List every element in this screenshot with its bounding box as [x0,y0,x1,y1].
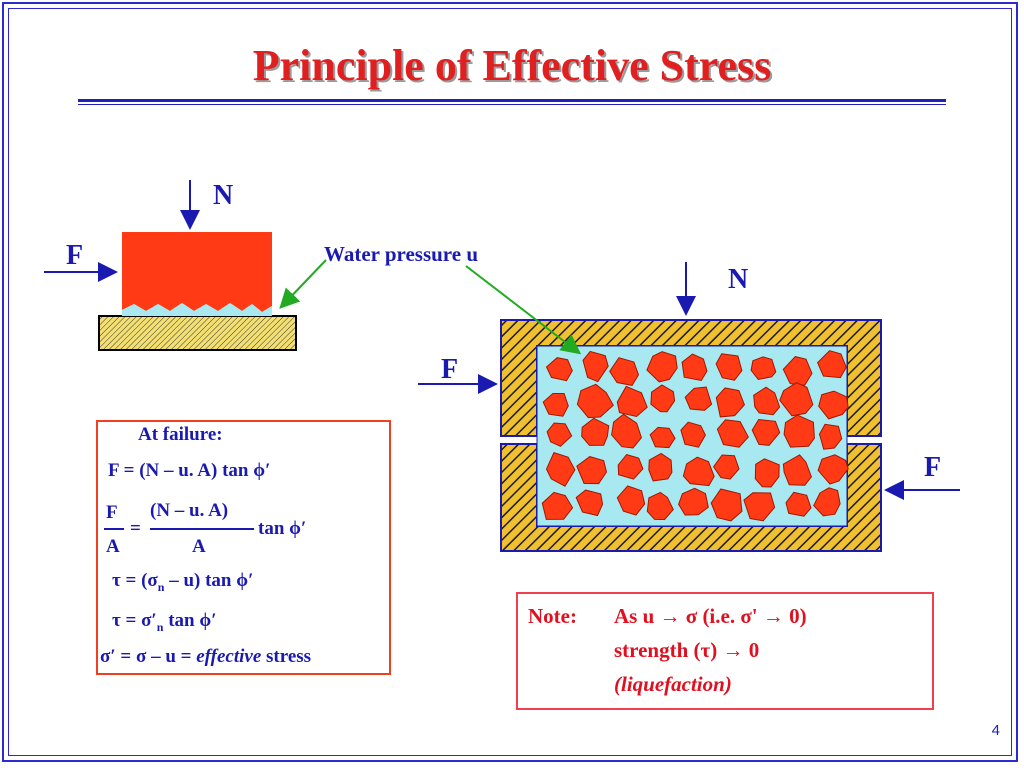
soil-grain [575,489,604,517]
eq2-tail: tan ϕ′ [258,518,307,539]
soil-grain [779,382,814,417]
soil-grain [646,491,674,521]
soil-grain [650,384,676,413]
soil-grain [753,386,781,416]
soil-grain [783,414,815,448]
water-film [122,303,272,316]
equation-1: F = (N – u. A) tan ϕ′ [108,460,271,481]
soil-grain [710,488,743,522]
soil-grain [751,418,781,446]
base-slab [98,315,297,351]
soil-grain [716,419,749,448]
soil-grain [582,350,609,383]
soil-grain [545,357,573,382]
soil-grain [611,413,642,449]
note-line-3: (liquefaction) [614,672,732,696]
eq3-main: τ = (σ [112,570,158,591]
note-line-1: As u → σ (i.e. σ' → 0) [614,604,807,628]
note-label: Note: [528,604,577,628]
eq5-main: σ′ = σ – u = [100,646,197,667]
water-pressure-label: Water pressure u [324,242,479,266]
soil-grain [542,393,569,417]
soil-grain [818,423,843,450]
title-rule-thin [78,104,946,105]
soil-grain [541,491,574,520]
shear-force-label: F [66,240,84,271]
soil-grain [715,387,745,418]
soil-grain [646,351,678,383]
eq4-tail: tan ϕ′ [163,610,217,631]
soil-grain [785,491,812,517]
soil-grain [715,353,743,381]
equation-4: τ = σ′n tan ϕ′ [112,610,217,635]
soil-grain [617,454,644,480]
equations-box [96,420,391,675]
eq2-denominator-left: A [106,536,120,557]
soil-grain [712,454,740,480]
slide-frame-inner [8,8,1012,756]
water-pressure-leader [279,259,327,309]
soil-grain [750,356,777,380]
eq3-subscript: n [157,579,165,594]
left-block-diagram [44,180,327,351]
soil-grain [817,350,847,379]
eq5-italic: effective [196,646,262,667]
soil-grain [743,492,776,522]
shear-box-diagram [418,262,960,552]
box-shear-force-right-label: F [924,452,942,483]
box-shear-force-left-label: F [441,354,459,385]
page-number: 4 [991,722,1000,739]
soil-grain [545,451,576,487]
soil-grain [813,487,841,517]
soil-grain [576,456,608,485]
soil-grain [616,485,646,516]
soil-grain [616,385,648,418]
soil-grain [648,452,673,482]
water-pressure-leader-box [465,265,582,355]
eq4-main: τ = σ′ [112,610,157,631]
eq2-fraction-bar-left [104,528,124,530]
soil-grain [782,454,812,486]
note-line-2: strength (τ) → 0 [614,638,760,662]
eq2-fraction-bar-right [150,528,254,530]
soil-grain [818,390,849,420]
soil-grain [609,357,640,386]
box-normal-force-label: N [728,264,749,295]
soil-grain [754,458,780,488]
soil-grain [546,422,573,447]
eq2-numerator-left: F [106,502,118,523]
soil-grain [782,356,813,386]
slide-title: Principle of Effective Stress [252,41,772,90]
soil-grain [678,487,709,516]
normal-force-label: N [213,180,234,211]
soil-grain [581,417,610,446]
soil-grain [682,456,715,487]
equation-3: τ = (σn – u) tan ϕ′ [112,570,253,595]
equations-heading: At failure: [138,424,223,445]
eq2-numerator-right: (N – u. A) [150,500,229,521]
title-rule [78,99,946,102]
eq2-denominator-right: A [192,536,206,557]
eq4-subscript: n [156,619,164,634]
eq5-tail: stress [261,646,312,667]
note-box [516,592,934,710]
soil-grains [541,350,849,522]
soil-grain [576,383,614,419]
soil-grain [681,353,708,382]
eq2-equals: = [130,518,141,539]
soil-grain [680,421,706,448]
soil-grain [649,426,676,449]
eq3-tail: – u) tan ϕ′ [164,570,254,591]
soil-grain [817,454,849,485]
soil-grain [684,386,713,411]
sliding-block [122,232,272,312]
equation-5: σ′ = σ – u = effective stress [100,646,311,668]
